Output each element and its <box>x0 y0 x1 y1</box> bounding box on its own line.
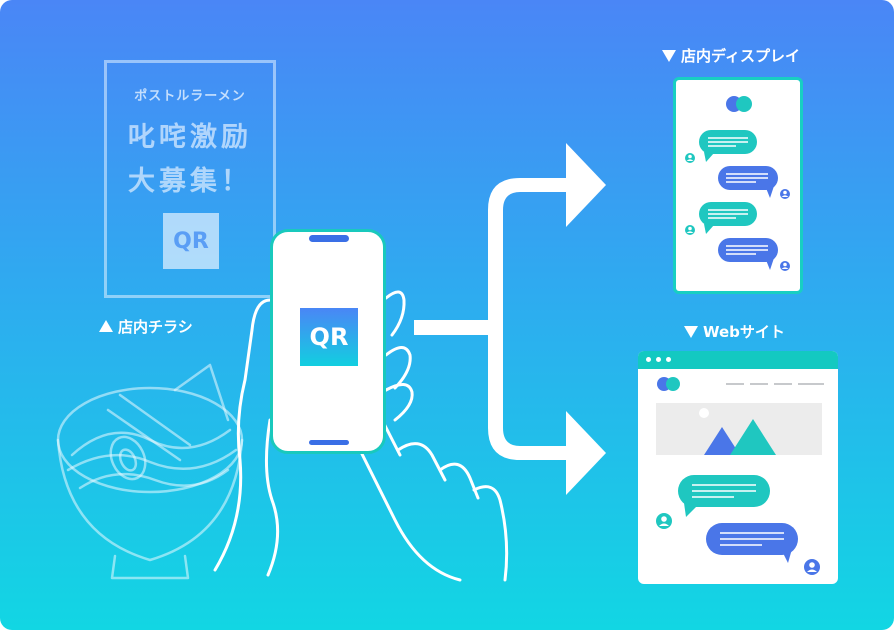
display-caption: 店内ディスプレイ <box>662 45 800 66</box>
flyer-headline-line2: 大募集！ <box>128 166 252 197</box>
ramen-bowl-icon <box>56 363 244 580</box>
triangle-down-icon <box>684 326 698 338</box>
display-caption-text: 店内ディスプレイ <box>681 47 800 65</box>
flyer-qr-label: QR <box>173 228 209 254</box>
window-dot <box>666 357 671 362</box>
window-dot <box>656 357 661 362</box>
website-content <box>656 377 824 575</box>
in-store-display <box>673 77 803 294</box>
display-chat-content <box>685 96 790 271</box>
mountain-image-icon <box>656 403 822 455</box>
phone-speaker <box>309 235 349 242</box>
brand-logo-icon <box>657 377 680 391</box>
web-caption: Webサイト <box>684 321 785 342</box>
window-dot <box>646 357 651 362</box>
triangle-down-icon <box>662 50 676 62</box>
smartphone: QR <box>270 229 386 454</box>
brand-logo-icon <box>726 96 752 112</box>
shop-flyer: ポストルラーメン 叱咤激励 大募集！ QR <box>104 60 276 298</box>
user-avatar-icon <box>685 153 790 271</box>
triangle-up-icon <box>99 320 113 332</box>
user-avatar-icon <box>656 513 820 575</box>
flyer-shop-name: ポストルラーメン <box>134 89 246 104</box>
phone-qr-label: QR <box>309 323 349 351</box>
flyer-qr-code: QR <box>163 213 219 269</box>
phone-qr-code[interactable]: QR <box>300 308 358 366</box>
browser-title-bar <box>638 351 838 369</box>
website-window <box>638 351 838 584</box>
flyer-caption: 店内チラシ <box>99 316 193 337</box>
web-caption-text: Webサイト <box>703 323 785 341</box>
chat-bubble-icon <box>699 130 778 270</box>
chat-bubble-icon <box>678 475 798 563</box>
flyer-headline-line1: 叱咤激励 <box>128 122 252 153</box>
flyer-caption-text: 店内チラシ <box>118 318 193 336</box>
phone-home-bar <box>309 440 349 445</box>
arrow-right-icon <box>414 143 606 495</box>
